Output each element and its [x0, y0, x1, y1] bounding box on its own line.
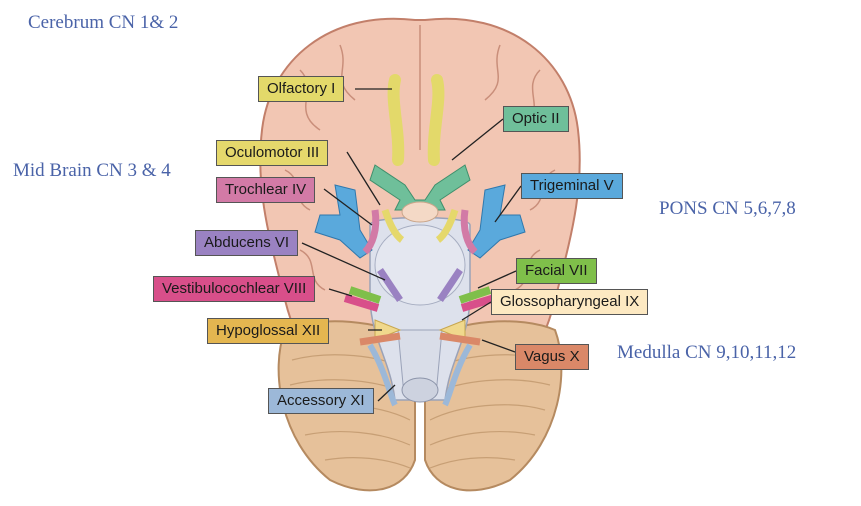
hypoglossal-label: Hypoglossal XII	[207, 318, 330, 344]
olfactory-label: Olfactory I	[258, 76, 345, 102]
facial-label: Facial VII	[516, 258, 597, 284]
oculomotor-label: Oculomotor III	[216, 140, 329, 166]
pons-note: PONS CN 5,6,7,8	[659, 198, 796, 219]
abducens-label: Abducens VI	[195, 230, 299, 256]
trochlear-left	[362, 209, 380, 255]
trochlear-right	[460, 209, 478, 255]
abducens-right	[437, 268, 463, 302]
facial-left	[348, 286, 382, 304]
glossopharyngeal-label: Glossopharyngeal IX	[491, 289, 649, 315]
abducens-left	[377, 268, 403, 302]
pons-bulge	[374, 224, 466, 306]
trochlear-label: Trochlear IV	[216, 177, 316, 203]
oculomotor-right	[435, 208, 459, 243]
optic-label: Optic II	[503, 106, 569, 132]
olfactory-tract-right	[427, 74, 445, 166]
medulla-note: Medulla CN 9,10,11,12	[617, 342, 797, 363]
optic-chiasm	[369, 164, 471, 211]
olfactory-tract-left	[387, 74, 405, 166]
vagus-right	[439, 332, 481, 346]
cerebrum-note: Cerebrum CN 1& 2	[28, 12, 179, 33]
accessory-label: Accessory XI	[268, 388, 374, 414]
spinal-cord	[401, 377, 439, 403]
accessory-left	[367, 343, 398, 407]
pituitary	[401, 201, 439, 223]
trigeminal-right	[467, 184, 526, 259]
leader-lines	[301, 88, 522, 402]
vagus-left	[359, 332, 401, 346]
facial-right	[458, 286, 492, 304]
vestibulocochlear-left	[343, 294, 380, 312]
midbrain-note: Mid Brain CN 3 & 4	[13, 160, 171, 181]
accessory-right	[442, 343, 473, 407]
oculomotor-left	[381, 208, 405, 243]
trigeminal-label: Trigeminal V	[521, 173, 623, 199]
vagus-label: Vagus X	[515, 344, 589, 370]
trigeminal-left	[314, 184, 373, 259]
vestibulocochlear-label: Vestibulocochlear VIII	[153, 276, 316, 302]
vestibulocochlear-right	[460, 294, 497, 312]
